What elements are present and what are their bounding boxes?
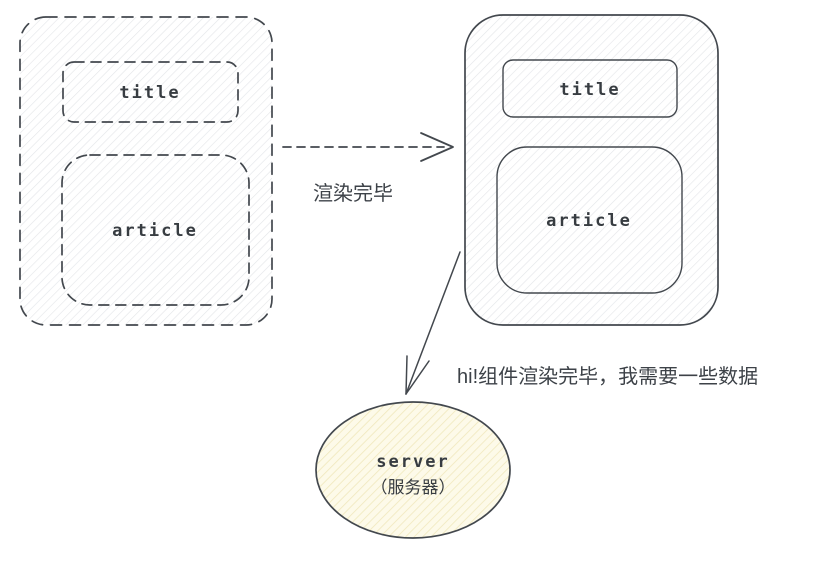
rendered-title-label: title (559, 80, 620, 100)
render-arrow-label: 渲染完毕 (313, 182, 393, 205)
rendered-title-box (502, 59, 678, 118)
wireframe-outer-box (19, 16, 273, 326)
server-ellipse (315, 401, 511, 539)
render-arrowhead-icon (420, 132, 454, 162)
render-arrow-group: 渲染完毕 (282, 132, 454, 205)
rendered-article-box (496, 146, 683, 294)
rendered-component-group: title article (464, 14, 719, 326)
data-request-arrowhead-left (405, 355, 408, 395)
wireframe-article-box (61, 154, 250, 306)
wireframe-component-group: title article (19, 16, 273, 326)
rendered-outer-box (464, 14, 719, 326)
wireframe-title-label: title (119, 83, 180, 103)
server-label: server (376, 452, 449, 472)
server-sublabel: （服务器） (371, 478, 456, 497)
data-request-arrowhead-right (405, 360, 430, 395)
data-request-arrow-line (405, 251, 461, 395)
wireframe-title-box (62, 61, 239, 123)
server-group: server （服务器） (315, 401, 511, 539)
data-request-arrow-group (405, 251, 461, 395)
wireframe-article-label: article (112, 221, 198, 241)
server-request-message: hi!组件渲染完毕，我需要一些数据 (457, 365, 758, 388)
rendered-article-label: article (546, 211, 632, 231)
